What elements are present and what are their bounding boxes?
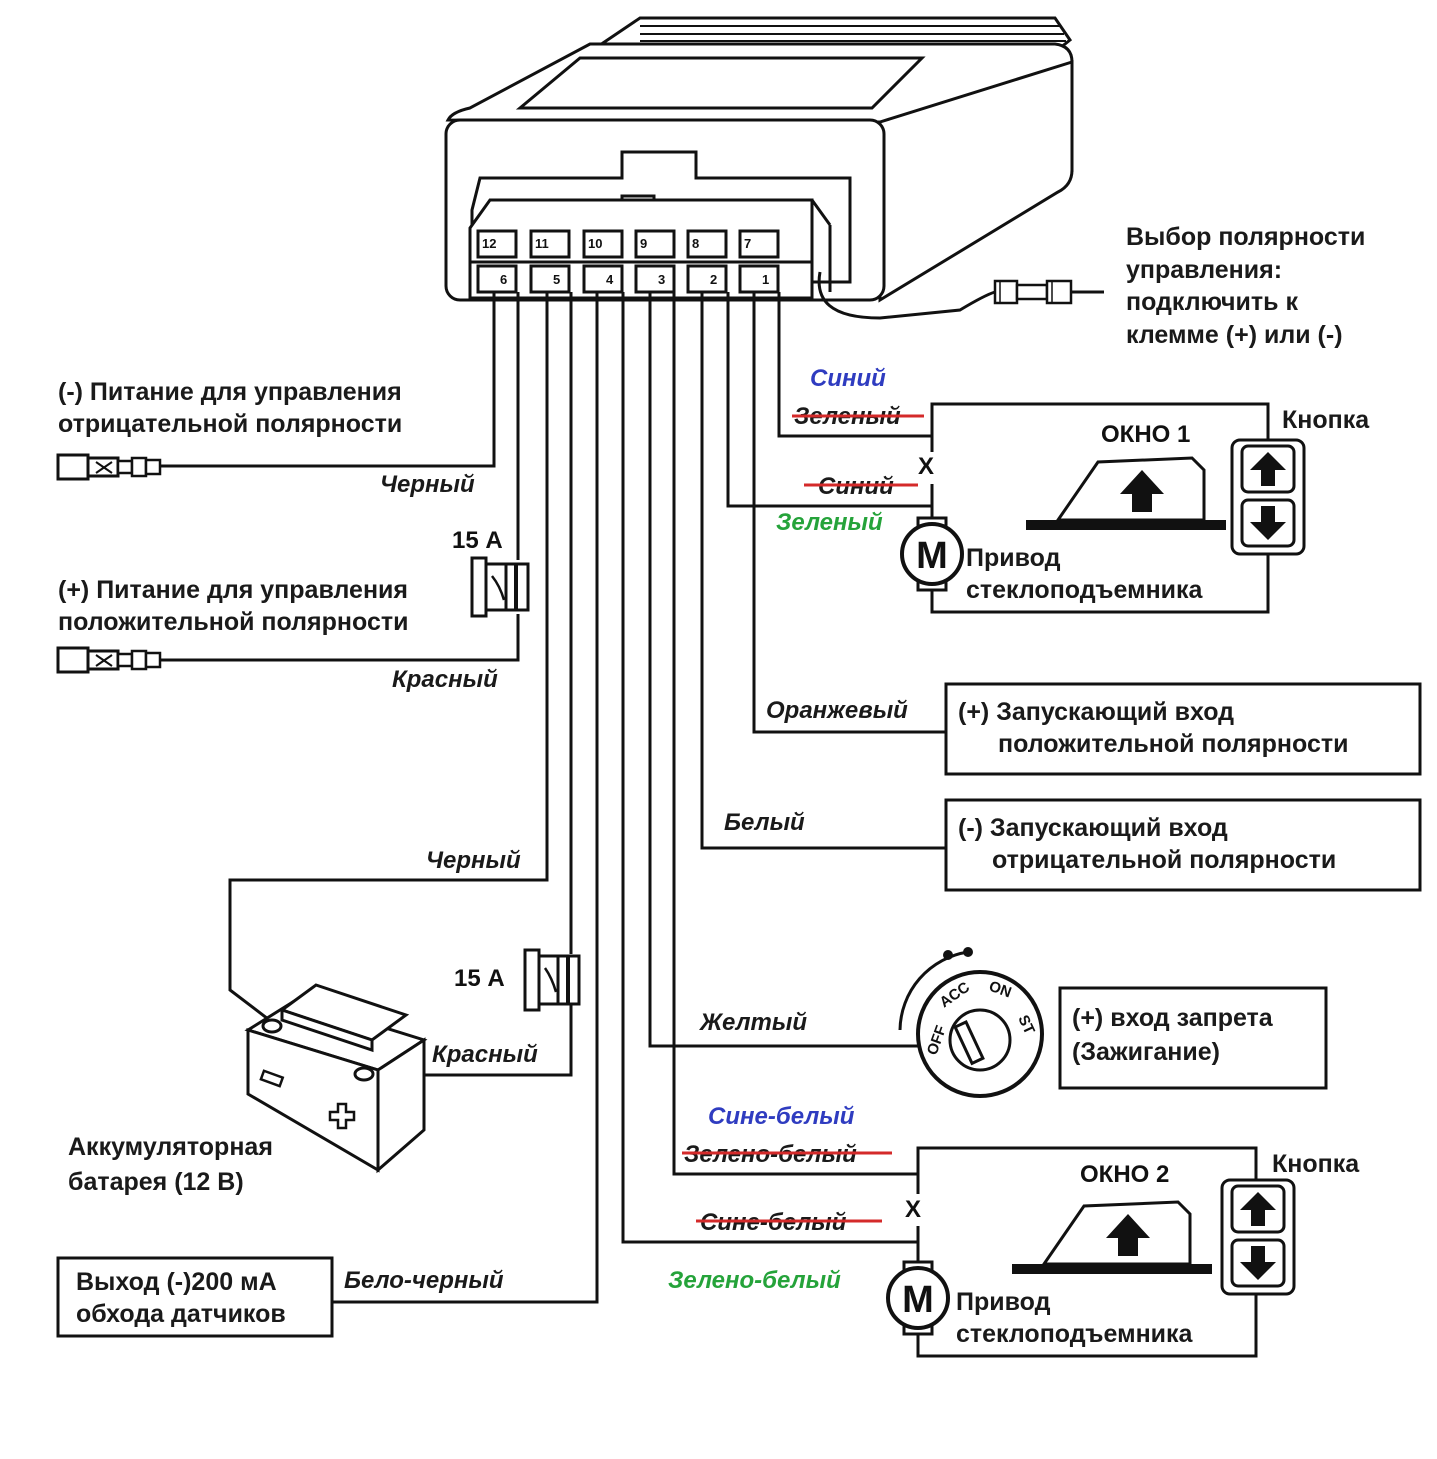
battery-neg-wire-label: Черный [426,847,521,874]
pin-9: 9 [640,236,647,251]
trigger-pos-wire-label: Оранжевый [766,697,908,724]
window1-title: ОКНО 1 [1101,421,1190,448]
battery-icon [244,983,428,1174]
pin-8: 8 [692,236,699,251]
pos-power-wire-label: Красный [392,666,498,693]
ignition-label-1: (+) вход запрета [1072,1004,1274,1032]
trigger-neg-label-1: (-) Запускающий вход [958,814,1228,842]
bypass-label-2: обхода датчиков [76,1300,286,1328]
window2-title: ОКНО 2 [1080,1161,1169,1188]
battery-label-2: батарея (12 В) [68,1168,244,1196]
polarity-label-4: клемме (+) или (-) [1126,321,1343,349]
bypass-wire-label: Бело-черный [344,1267,504,1294]
window2-motor-label-1: Привод [956,1288,1051,1316]
window1-motor-label-1: Привод [966,544,1061,572]
pos-power-fuse-label: 15 А [452,527,503,554]
window2-block [886,1146,1296,1358]
battery-pos-wire-label: Красный [432,1041,538,1068]
polarity-label-2: управления: [1126,256,1282,284]
battery-fuse-label: 15 А [454,965,505,992]
trigger-neg-label-2: отрицательной полярности [992,846,1336,874]
window2-wire-a-new: Сине-белый [708,1103,855,1130]
pin-7: 7 [744,236,751,251]
window2-motor-letter: M [902,1279,934,1321]
connector-bottom-row: 6 5 4 3 2 1 [476,264,780,294]
ignition-pos-on: ON [987,978,1014,1002]
trigger-neg-wire-label: Белый [724,809,805,836]
window1-motor-label-2: стеклоподъемника [966,576,1204,604]
connector-top-row: 12 11 10 9 8 7 [476,229,780,259]
bypass-box [56,1256,334,1338]
pos-power-terminal-icon [56,646,162,674]
neg-power-wire-label: Черный [380,471,475,498]
pin-2: 2 [710,272,717,287]
pin-1: 1 [762,272,769,287]
pin-6: 6 [500,272,507,287]
window2-wire-b-new: Зелено-белый [668,1267,841,1294]
ignition-box [1058,986,1328,1090]
window1-wire-a-new: Синий [810,365,886,392]
neg-power-label-2: отрицательной полярности [58,410,402,438]
trigger-neg-box [944,798,1422,892]
battery-fuse-icon [523,948,581,1012]
pin-11: 11 [535,236,549,251]
trigger-pos-box [944,682,1422,776]
pos-power-fuse-icon [470,556,530,618]
pos-power-label-1: (+) Питание для управления [58,576,408,604]
pin-3: 3 [658,272,665,287]
window2-motor-label-2: стеклоподъемника [956,1320,1194,1348]
window1-motor-letter: M [916,535,948,577]
neg-power-terminal-icon [56,453,162,481]
ignition-wire-label: Желтый [698,1009,807,1036]
window1-button-label: Кнопка [1282,406,1370,434]
window1-cross: X [918,453,934,480]
pin-12: 12 [482,236,496,251]
pin-4: 4 [606,272,614,287]
window2-cross: X [905,1196,921,1223]
window1-block [900,402,1306,614]
pin-10: 10 [588,236,602,251]
polarity-label-1: Выбор полярности [1126,223,1365,251]
ignition-label-2: (Зажигание) [1072,1038,1220,1066]
ignition-switch-icon [898,947,1044,1098]
polarity-label-3: подключить к [1126,288,1298,316]
trigger-pos-label-2: положительной полярности [998,730,1348,758]
bypass-label-1: Выход (-)200 мА [76,1268,277,1296]
ignition-pos-st: ST [1014,1013,1038,1038]
trigger-pos-label-1: (+) Запускающий вход [958,698,1234,726]
battery-label-1: Аккумуляторная [68,1133,273,1161]
window2-button-label: Кнопка [1272,1150,1360,1178]
polarity-jumper [817,271,1104,320]
pin-5: 5 [553,272,560,287]
pos-power-label-2: положительной полярности [58,608,408,636]
wires [160,292,946,1304]
window1-wire-b-new: Зеленый [776,509,883,536]
neg-power-label-1: (-) Питание для управления [58,378,402,406]
